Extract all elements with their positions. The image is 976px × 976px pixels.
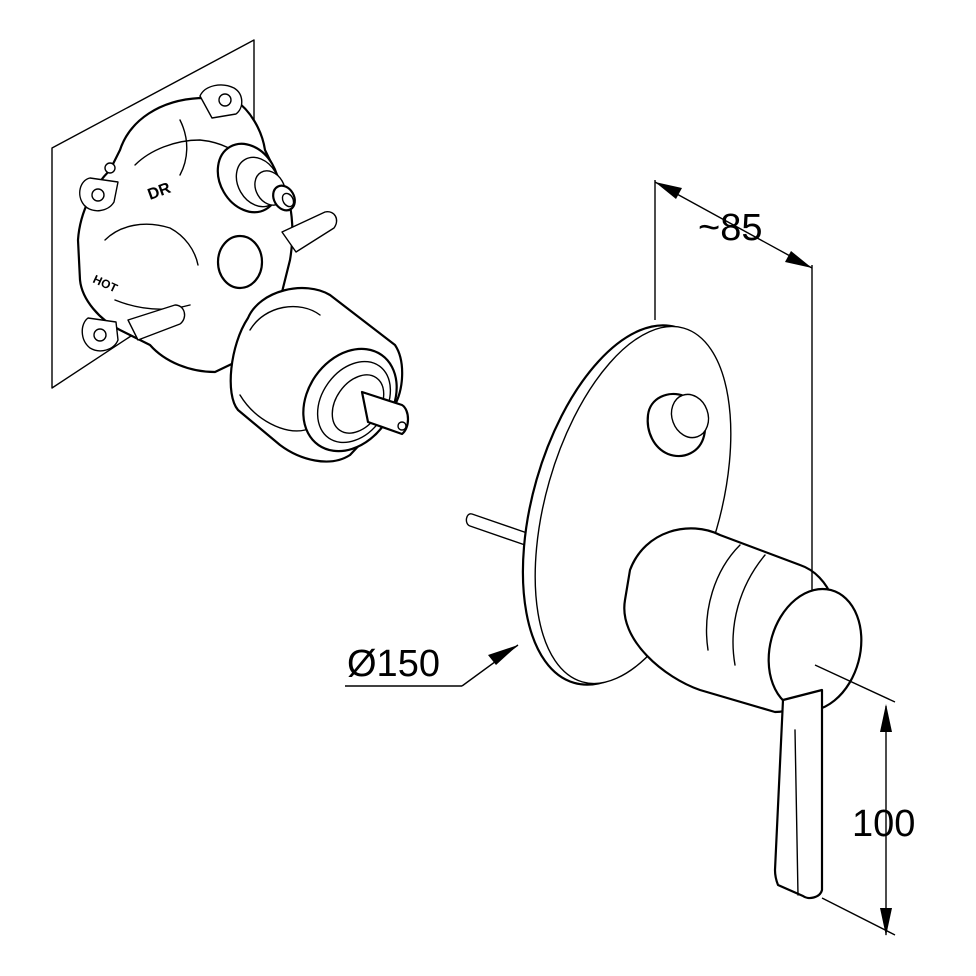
valve-cartridge <box>229 287 404 463</box>
diverter-knob <box>646 392 710 458</box>
left-lug-hole-1 <box>91 188 105 202</box>
housing-boss <box>216 234 264 290</box>
concealed-valve-body: DR HOT <box>51 39 410 463</box>
right-arm <box>281 211 338 253</box>
trim-assembly <box>465 324 863 900</box>
left-arm <box>127 304 186 341</box>
lever-edge <box>794 729 799 896</box>
spindle-hole <box>397 421 407 431</box>
top-lug-hole <box>218 93 232 107</box>
housing-contour <box>104 223 199 266</box>
outlet-fitting <box>216 142 296 214</box>
mixer-lever <box>773 688 824 900</box>
dimension-diameter-label: Ø150 <box>347 643 440 685</box>
housing-contour <box>179 119 188 176</box>
dimension-diameter: Ø150 <box>345 643 519 687</box>
housing-contour <box>114 299 191 310</box>
bottom-lug-hole <box>93 328 107 342</box>
handle-body <box>623 527 863 714</box>
dimension-depth-label: ~85 <box>698 207 762 249</box>
diverter-pin <box>465 513 531 547</box>
left-lug-hole-2 <box>104 162 116 174</box>
dimension-lever-height: 100 <box>814 664 915 936</box>
cartridge-spindle <box>360 390 410 436</box>
dimension-lever-height-label: 100 <box>852 803 915 845</box>
dimension-depth: ~85 <box>654 180 813 590</box>
